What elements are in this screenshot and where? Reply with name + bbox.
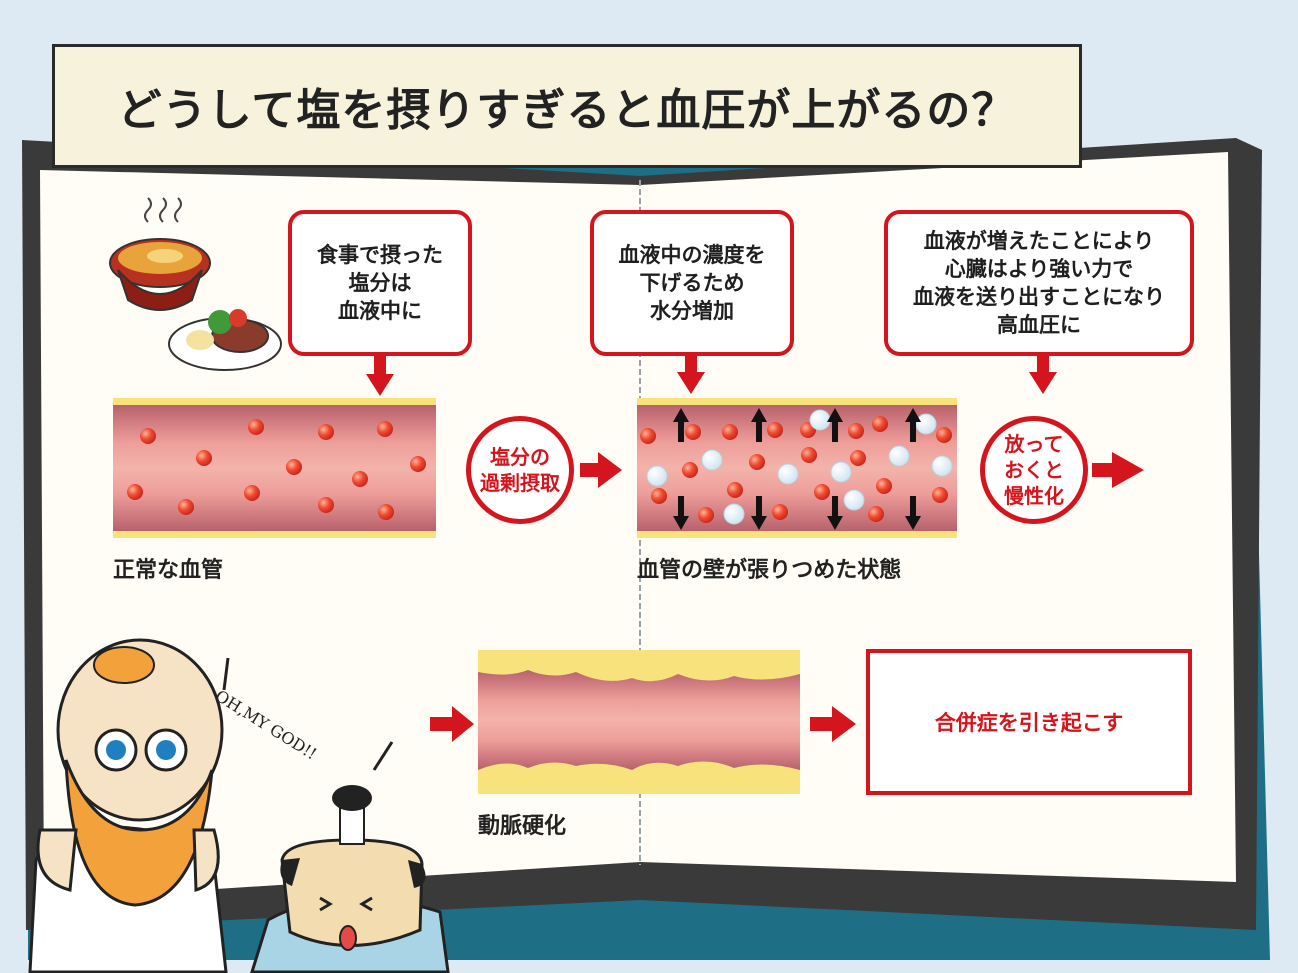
title-banner: どうして塩を摂りすぎると血圧が上がるの？ [52,44,1082,168]
result-text: 合併症を引き起こす [934,711,1124,735]
label-normal-vessel: 正常な血管 [113,558,224,583]
circle-excess-salt: 塩分の 過剰摂取 [466,416,574,524]
water-droplet-icon [646,409,953,525]
callout-water-increase: 血液中の濃度を 下げるため 水分増加 [590,210,794,356]
tense-vessel [637,398,957,538]
professor-character-icon [28,638,228,973]
label-sclerosis: 動脈硬化 [478,814,567,839]
circle-chronic: 放って おくと 慢性化 [980,416,1088,524]
pressure-arrow-icon [673,408,921,530]
result-box: 合併症を引き起こす [866,649,1192,795]
exclamation-lines [222,657,394,771]
callout-high-blood-pressure: 血液が増えたことにより 心臓はより強い力で 血液を送り出すことになり 高血圧に [884,210,1194,356]
food-illustration-icon [109,197,282,371]
normal-vessel [113,398,436,538]
page-title: どうして塩を摂りすぎると血圧が上がるの？ [117,85,1017,136]
callout-text: 食事で摂った 塩分は 血液中に [317,243,443,323]
callout-salt-intake: 食事で摂った 塩分は 血液中に [288,210,472,356]
circle-text: 塩分の 過剰摂取 [480,445,560,495]
label-tense-vessel: 血管の壁が張りつめた状態 [637,558,902,583]
down-arrow-icon [366,354,1057,396]
right-arrow-icon [430,452,1144,742]
circle-text: 放って おくと 慢性化 [1004,432,1064,508]
red-blood-cell-icon [127,419,426,520]
callout-text: 血液が増えたことにより 心臓はより強い力で 血液を送り出すことになり 高血圧に [913,229,1165,337]
sclerosis-vessel [478,650,800,794]
samurai-character-icon [250,785,450,973]
callout-text: 血液中の濃度を 下げるため 水分増加 [618,243,766,323]
